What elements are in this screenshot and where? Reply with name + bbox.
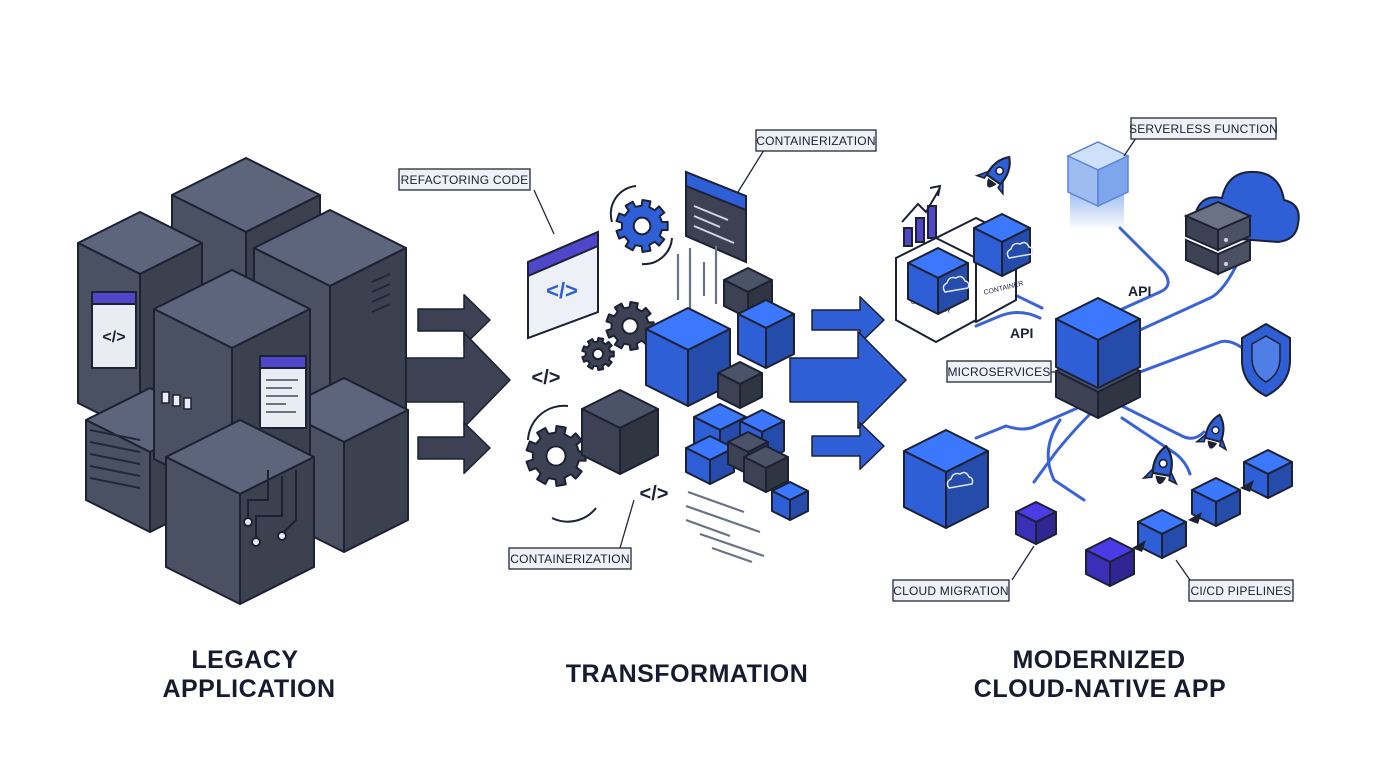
code-glyph-bottom: </> bbox=[640, 483, 669, 505]
code-window-icon: </> bbox=[527, 230, 599, 340]
pipeline-arrows bbox=[1132, 480, 1254, 552]
cloud-icon bbox=[946, 471, 974, 489]
server-icon bbox=[1183, 200, 1253, 276]
rack-vent-icon bbox=[371, 273, 391, 313]
cloud-icon bbox=[942, 275, 970, 293]
api-label-left: API bbox=[1010, 325, 1033, 341]
tag-cloud-migration-text: CLOUD MIGRATION bbox=[893, 584, 1008, 598]
tag-cicd-pipelines-text: CI/CD PIPELINES bbox=[1190, 584, 1291, 598]
cloud-native-cluster: CONTAINER CONTAINER CONTAINER bbox=[895, 141, 1300, 587]
tag-microservices: MICROSERVICES bbox=[946, 360, 1058, 383]
terminal-window-icon bbox=[685, 170, 747, 264]
cloud-migration-cube-icon bbox=[903, 429, 989, 529]
code-window-icon: </> bbox=[91, 291, 137, 369]
rocket-icon bbox=[974, 155, 1011, 196]
growth-chart-icon bbox=[901, 184, 942, 247]
cube-icon bbox=[1191, 477, 1241, 527]
legacy-application-cluster: </> bbox=[77, 157, 409, 605]
transformation-cluster: </> </> </> bbox=[525, 170, 809, 564]
tag-microservices-text: MICROSERVICES bbox=[947, 365, 1050, 379]
document-window-icon bbox=[259, 355, 307, 429]
tag-containerization-bottom-text: CONTAINERIZATION bbox=[510, 552, 629, 566]
cube-icon bbox=[1015, 501, 1057, 545]
gear-icon bbox=[525, 425, 587, 487]
modern-title-line2: CLOUD-NATIVE APP bbox=[974, 675, 1226, 703]
api-label-right: API bbox=[1128, 283, 1151, 299]
status-lights-icon bbox=[161, 391, 192, 410]
tag-cloud-migration: CLOUD MIGRATION bbox=[892, 545, 1035, 602]
flow-arrows-right bbox=[789, 296, 907, 470]
arrow-right-icon bbox=[417, 421, 491, 475]
tag-cicd-pipelines: CI/CD PIPELINES bbox=[1175, 559, 1294, 602]
cube-icon bbox=[581, 389, 659, 475]
gear-icon bbox=[605, 301, 655, 351]
container-cube-icon bbox=[907, 247, 969, 315]
legacy-title-line2: APPLICATION bbox=[162, 675, 335, 703]
cube-icon bbox=[743, 445, 789, 493]
tag-refactoring-code: REFACTORING CODE bbox=[398, 168, 555, 235]
rotation-arrows-icon bbox=[527, 185, 673, 523]
cube-icon bbox=[1085, 537, 1135, 587]
flow-arrows-left bbox=[405, 293, 511, 475]
arrow-right-icon bbox=[811, 422, 885, 470]
arrow-right-icon bbox=[789, 330, 907, 430]
cube-icon bbox=[717, 361, 763, 409]
tag-serverless-function: SERVERLESS FUNCTION bbox=[1123, 117, 1278, 157]
rocket-icon bbox=[1141, 444, 1179, 486]
tag-refactoring-code-text: REFACTORING CODE bbox=[401, 173, 529, 187]
cube-icon bbox=[737, 299, 795, 369]
vent-grille-icon bbox=[89, 429, 141, 489]
code-glyph-left: </> bbox=[532, 367, 561, 389]
gear-icon bbox=[581, 337, 615, 371]
data-stream-lines bbox=[676, 246, 765, 564]
gear-icon bbox=[615, 199, 669, 253]
legacy-code-glyph: </> bbox=[102, 329, 125, 346]
circuit-traces-icon bbox=[243, 470, 297, 547]
rocket-icon bbox=[1194, 413, 1228, 452]
cube-icon bbox=[1243, 449, 1293, 499]
arrow-right-icon bbox=[417, 293, 491, 347]
shield-icon bbox=[1241, 322, 1291, 398]
cube-icon bbox=[771, 481, 809, 521]
arrow-right-icon bbox=[405, 331, 511, 429]
container-cube-icon bbox=[973, 213, 1031, 277]
tag-serverless-function-text: SERVERLESS FUNCTION bbox=[1129, 122, 1278, 136]
tag-containerization-bottom: CONTAINERIZATION bbox=[508, 499, 635, 570]
arrow-right-icon bbox=[811, 296, 885, 344]
microservice-cube-icon bbox=[1055, 297, 1141, 389]
cube-icon bbox=[1137, 509, 1187, 559]
tag-containerization-top: CONTAINERIZATION bbox=[737, 129, 877, 193]
cloud-icon bbox=[1006, 241, 1034, 259]
refactor-code-glyph: </> bbox=[546, 278, 578, 303]
tag-containerization-top-text: CONTAINERIZATION bbox=[756, 134, 875, 148]
legacy-title-line1: LEGACY bbox=[191, 646, 298, 674]
modern-title-line1: MODERNIZED bbox=[1012, 646, 1185, 674]
transformation-title: TRANSFORMATION bbox=[566, 660, 809, 688]
serverless-function-cube bbox=[1066, 141, 1130, 230]
legacy-block-base bbox=[165, 419, 315, 605]
